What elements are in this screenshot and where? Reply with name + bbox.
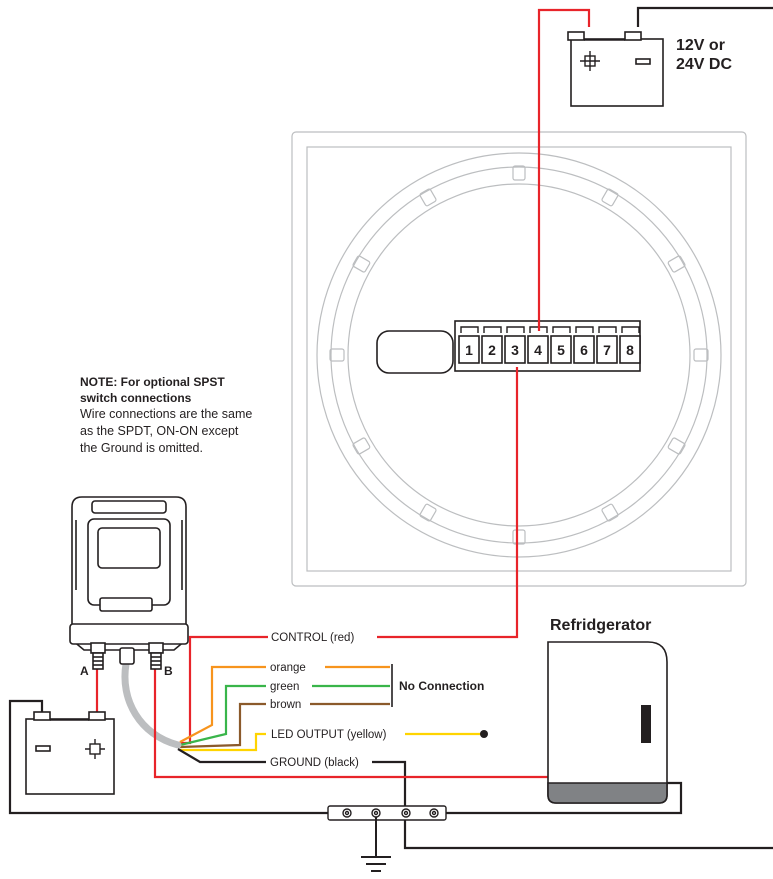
- wire-control-red: [377, 367, 519, 639]
- green-wire-label: green: [270, 681, 299, 693]
- earth-ground-icon: [361, 817, 391, 872]
- relay-switch: [69, 496, 189, 670]
- terminal-pin-7: 7: [596, 326, 618, 364]
- relay-terminal-b-label: B: [164, 664, 173, 678]
- wire-ground-black-relay: [177, 748, 266, 764]
- panel-tab: [667, 255, 686, 273]
- wire-ground-black: [372, 760, 773, 850]
- terminal-pin-2: 2: [481, 326, 503, 364]
- refrigerator: [547, 641, 668, 804]
- panel-tabs: [329, 165, 709, 545]
- note-title-line1: NOTE: For optional SPST: [80, 375, 225, 389]
- note-body-line3: the Ground is omitted.: [80, 441, 203, 455]
- wire-power-red: [537, 8, 591, 331]
- power-label-line1: 12V or: [676, 37, 725, 54]
- panel-tab: [693, 348, 709, 362]
- terminal-pin-label: 7: [603, 342, 611, 358]
- panel-tab: [601, 503, 619, 522]
- orange-wire-label: orange: [270, 662, 306, 674]
- ground-bus-bar: [327, 805, 447, 821]
- terminal-pin-5: 5: [550, 326, 572, 364]
- refrigerator-label: Refridgerator: [550, 617, 651, 634]
- wire-orange-relay: [179, 665, 266, 743]
- terminal-pin-4: 4: [527, 326, 549, 364]
- minus-icon: [635, 58, 651, 65]
- power-label-line2: 24V DC: [676, 56, 732, 73]
- wire-load-red: [153, 668, 548, 779]
- terminal-post-b: [148, 642, 164, 670]
- panel-tab: [601, 188, 619, 207]
- led-window: [376, 330, 454, 374]
- brown-wire-label: brown: [270, 699, 301, 711]
- battery-top: [567, 31, 664, 107]
- panel-tab: [352, 255, 371, 273]
- led-output-wire-label: LED OUTPUT (yellow): [271, 729, 387, 741]
- battery-bottom: [25, 711, 115, 795]
- terminal-pin-label: 2: [488, 342, 496, 358]
- note-title-line2: switch connections: [80, 391, 192, 405]
- refrigerator-handle: [641, 705, 651, 743]
- panel-tab: [352, 437, 371, 455]
- panel-tab: [667, 437, 686, 455]
- terminal-pin-label: 1: [465, 342, 473, 358]
- terminal-pin-label: 6: [580, 342, 588, 358]
- terminal-pin-label: 3: [511, 342, 519, 358]
- no-connection-label: No Connection: [399, 679, 484, 693]
- terminal-pin-label: 5: [557, 342, 565, 358]
- panel-tab: [329, 348, 345, 362]
- terminal-pin-6: 6: [573, 326, 595, 364]
- wire-led-yellow-relay: [180, 732, 266, 752]
- wire-control-red-relay: [178, 635, 268, 745]
- terminal-pin-label: 8: [626, 342, 634, 358]
- plus-icon: [580, 51, 600, 71]
- terminal-pin-3: 3: [504, 326, 526, 364]
- panel-tab: [512, 529, 526, 545]
- terminal-post-a: [90, 642, 106, 670]
- minus-icon: [35, 745, 51, 752]
- panel-tab: [419, 503, 437, 522]
- switch-panel: [291, 131, 747, 587]
- wire-green-relay: [179, 684, 266, 747]
- ground-wire-label: GROUND (black): [270, 757, 359, 769]
- wire-load-black: [446, 781, 683, 815]
- led-output-terminal: [480, 730, 488, 738]
- terminal-pin-label: 4: [534, 342, 542, 358]
- relay-cable: [121, 660, 182, 749]
- panel-tab: [419, 188, 437, 207]
- relay-terminal-a-label: A: [80, 664, 89, 678]
- terminal-pin-1: 1: [458, 326, 480, 364]
- control-wire-label: CONTROL (red): [271, 632, 354, 644]
- panel-tab: [512, 165, 526, 181]
- wire-battery-black: [8, 699, 328, 815]
- wire-power-black: [636, 6, 773, 27]
- note-body-line1: Wire connections are the same: [80, 407, 252, 421]
- note-body-line2: as the SPDT, ON-ON except: [80, 424, 239, 438]
- wire-brown-relay: [179, 702, 266, 749]
- plus-icon: [85, 739, 105, 759]
- terminal-pin-8: 8: [619, 326, 641, 364]
